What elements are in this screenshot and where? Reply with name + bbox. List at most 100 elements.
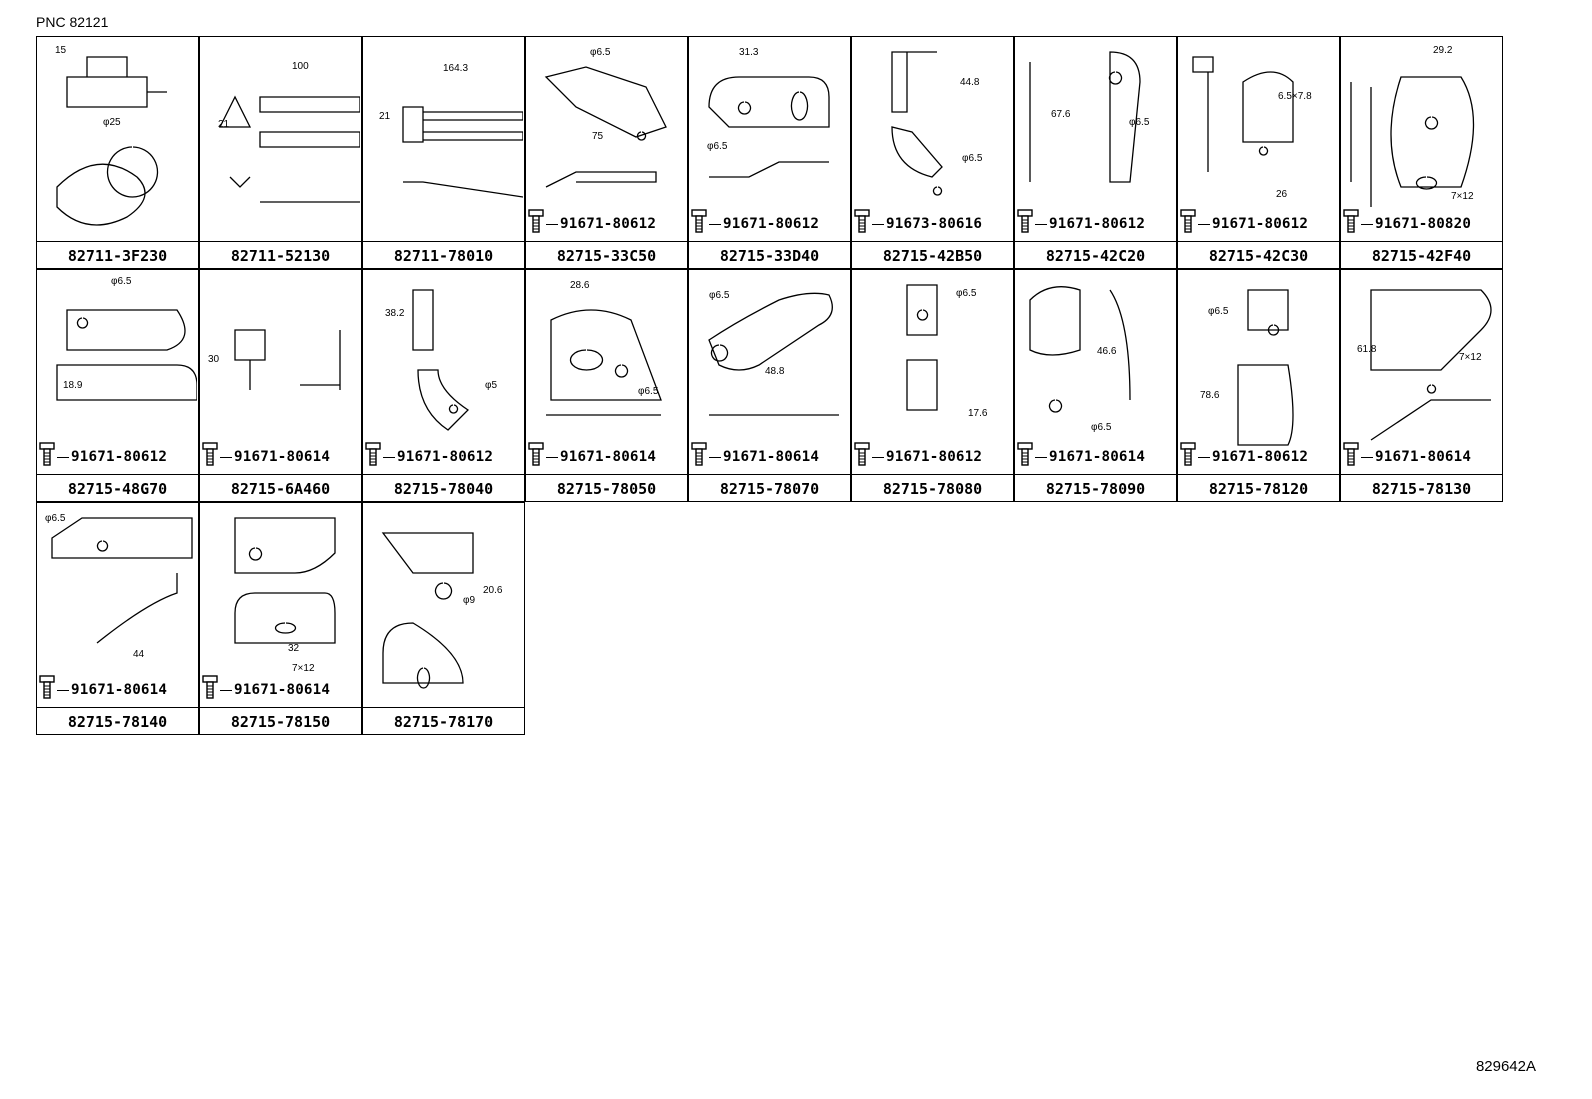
fastener-part-number: 91671-80614 (71, 682, 168, 698)
part-drawing: 6.5×7.8 26 (1192, 56, 1312, 200)
diagram-reference: 829642A (1475, 1058, 1536, 1075)
fastener-part-number: 91671-80614 (234, 449, 331, 465)
part-number: 82715-42C20 (1015, 241, 1176, 270)
fastener-part-number: 91671-80612 (886, 449, 983, 465)
dimension-label: 32 (288, 643, 300, 654)
dimension-label: 7×12 (292, 663, 315, 674)
dimension-label: 26 (1276, 189, 1288, 200)
part-outline (906, 284, 938, 411)
part-outline (708, 292, 839, 416)
part-number: 82715-78170 (363, 707, 524, 736)
part-outline (546, 309, 662, 416)
part-drawing: 67.6φ6.5 (1029, 51, 1150, 183)
fastener-callout: 91671-80614 (220, 681, 330, 699)
dimension-label: φ6.5 (590, 47, 611, 58)
fastener-part-number: 91671-80612 (71, 449, 168, 465)
part-cell-82715-78130: 61.8 7×12 91671-80614 82715-78130 (1340, 269, 1503, 502)
part-outline (1029, 51, 1141, 183)
dimension-label: 28.6 (570, 280, 590, 291)
dimension-label: 75 (592, 131, 604, 142)
part-number: 82711-52130 (200, 241, 361, 270)
part-number: 82715-33D40 (689, 241, 850, 270)
part-outline (1029, 286, 1131, 413)
part-number: 82715-78040 (363, 474, 524, 503)
part-number: 82715-6A460 (200, 474, 361, 503)
dimension-label: 15 (55, 45, 67, 56)
part-outline (56, 309, 197, 401)
fastener-part-number: 91671-80612 (560, 216, 657, 232)
dimension-label: 38.2 (385, 308, 405, 319)
part-cell-82715-78040: 38.2 φ5 91671-80612 82715-78040 (362, 269, 525, 502)
bolt-icon (1017, 209, 1033, 233)
part-number: 82711-3F230 (37, 241, 198, 270)
part-number: 82715-78130 (1341, 474, 1502, 503)
dimension-label: 7×12 (1451, 191, 1474, 202)
fastener-callout: 91671-80612 (1198, 448, 1308, 466)
fastener-part-number: 91671-80614 (234, 682, 331, 698)
dimension-label: 6.5×7.8 (1278, 91, 1312, 102)
dimension-label: 61.8 (1357, 344, 1377, 355)
fastener-callout: 91671-80614 (1035, 448, 1145, 466)
part-number: 82715-42C30 (1178, 241, 1339, 270)
dimension-label: 44 (133, 649, 145, 660)
bolt-icon (528, 442, 544, 466)
bolt-icon (528, 209, 544, 233)
pnc-label: PNC 82121 (36, 14, 109, 30)
dimension-label: φ6.5 (962, 153, 983, 164)
dimension-label: 31.3 (739, 47, 759, 58)
bolt-icon (202, 442, 218, 466)
part-number: 82715-78120 (1178, 474, 1339, 503)
part-drawing: 38.2 φ5 (385, 289, 497, 431)
dimension-label: φ6.5 (111, 276, 132, 287)
part-cell-82715-78140: φ6.5 44 91671-80614 82715-78140 (36, 502, 199, 735)
fastener-callout: 91673-80616 (872, 215, 982, 233)
bolt-icon (854, 442, 870, 466)
fastener-callout: 91671-80614 (709, 448, 819, 466)
dimension-label: 67.6 (1051, 109, 1071, 120)
dimension-label: φ5 (485, 380, 497, 391)
fastener-part-number: 91671-80612 (1049, 216, 1146, 232)
fastener-part-number: 91671-80614 (1375, 449, 1472, 465)
dimension-label: φ6.5 (45, 513, 66, 524)
fastener-part-number: 91671-80614 (723, 449, 820, 465)
bolt-icon (1343, 209, 1359, 233)
dimension-label: 7×12 (1459, 352, 1482, 363)
fastener-callout: 91671-80614 (546, 448, 656, 466)
part-outline (51, 517, 193, 644)
part-number: 82715-48G70 (37, 474, 198, 503)
dimension-label: 44.8 (960, 77, 980, 88)
part-outline (218, 95, 360, 203)
fastener-part-number: 91671-80614 (1049, 449, 1146, 465)
dimension-label: φ9 (463, 595, 475, 606)
dimension-label: φ6.5 (1208, 306, 1229, 317)
fastener-callout: 91671-80614 (220, 448, 330, 466)
part-drawing: 29.27×12 (1350, 45, 1475, 207)
part-drawing: 61.8 7×12 (1357, 289, 1492, 441)
dimension-label: φ6.5 (638, 386, 659, 397)
part-outline (1370, 289, 1492, 441)
part-number: 82711-78010 (363, 241, 524, 270)
part-drawing: 32 7×12 (234, 517, 336, 674)
dimension-label: 21 (218, 119, 230, 130)
bolt-icon (1180, 442, 1196, 466)
fastener-part-number: 91671-80612 (397, 449, 494, 465)
part-outline (891, 51, 943, 196)
part-drawing: φ6.518.9 (56, 276, 197, 401)
bolt-icon (691, 442, 707, 466)
part-number: 82715-42F40 (1341, 241, 1502, 270)
part-number: 82715-78090 (1015, 474, 1176, 503)
part-number: 82715-78140 (37, 707, 198, 736)
dimension-label: 164.3 (443, 63, 468, 74)
part-drawing: φ6.548.8 (708, 290, 839, 416)
bolt-icon (1180, 209, 1196, 233)
dimension-label: φ6.5 (707, 141, 728, 152)
part-outline (708, 76, 830, 178)
